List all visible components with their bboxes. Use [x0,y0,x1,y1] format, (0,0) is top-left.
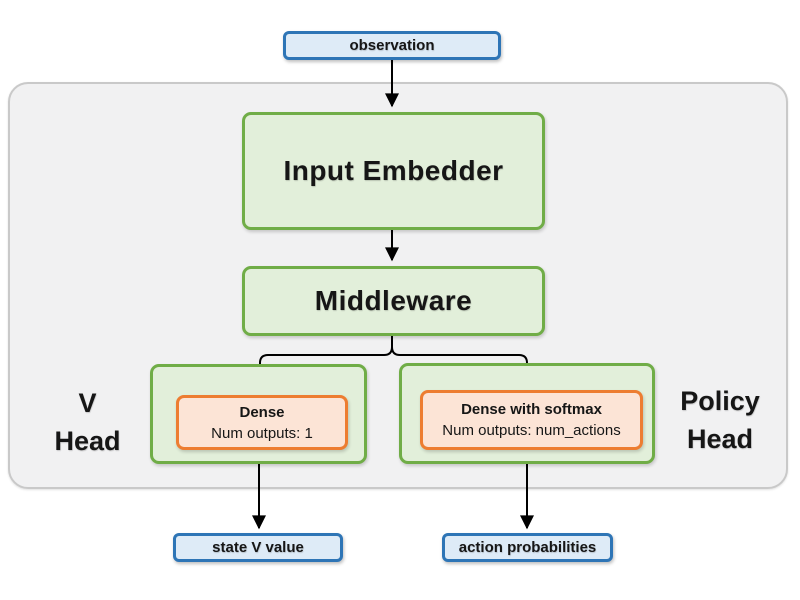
policy-head-dense-layer: Dense with softmax Num outputs: num_acti… [420,390,643,450]
input-embedder-label: Input Embedder [283,155,504,186]
dense-title: Dense [239,403,285,421]
middleware-label: Middleware [314,285,473,316]
dense-softmax-title: Dense with softmax [461,401,602,418]
observation-label: observation [349,37,435,54]
dense-softmax-subtitle: Num outputs: num_actions [442,422,621,439]
state-v-value-label: state V value [212,539,304,556]
v-head-node: Dense Num outputs: 1 [150,364,367,464]
input-embedder-node: Input Embedder [242,112,545,230]
v-head-label: V Head [54,388,121,456]
observation-node: observation [283,31,501,60]
action-probabilities-node: action probabilities [442,533,613,562]
policy-head-node: Dense with softmax Num outputs: num_acti… [399,363,655,464]
state-v-value-node: state V value [173,533,343,562]
v-head-dense-layer: Dense Num outputs: 1 [176,395,348,450]
middleware-node: Middleware [242,266,545,336]
policy-head-label: Policy Head [680,386,760,454]
dense-subtitle: Num outputs: 1 [211,424,313,442]
action-probabilities-label: action probabilities [458,539,597,556]
